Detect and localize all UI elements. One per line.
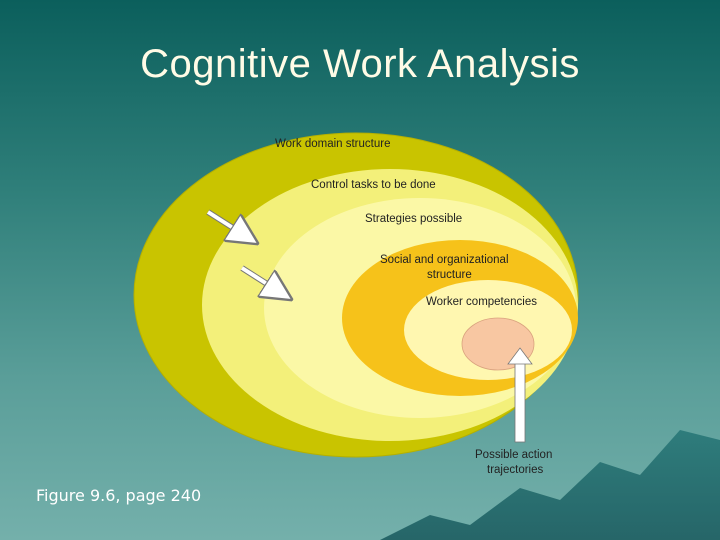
slide-title: Cognitive Work Analysis — [140, 42, 580, 86]
arrow-possible-action — [507, 347, 533, 443]
label-possible-action-line1: Possible action — [475, 449, 552, 461]
mountains-decoration — [380, 430, 720, 540]
figure-caption: Figure 9.6, page 240 — [36, 486, 202, 505]
label-possible-action-line2: trajectories — [487, 464, 543, 476]
arrow-outer — [206, 209, 252, 240]
label-work-domain-structure: Work domain structure — [275, 138, 390, 150]
label-worker-competencies: Worker competencies — [426, 296, 537, 308]
label-strategies: Strategies possible — [365, 213, 462, 225]
arrow-inner — [240, 265, 286, 296]
label-control-tasks: Control tasks to be done — [311, 179, 436, 191]
label-social-organizational-line1: Social and organizational — [380, 254, 509, 266]
label-social-organizational-line2: structure — [427, 269, 472, 281]
